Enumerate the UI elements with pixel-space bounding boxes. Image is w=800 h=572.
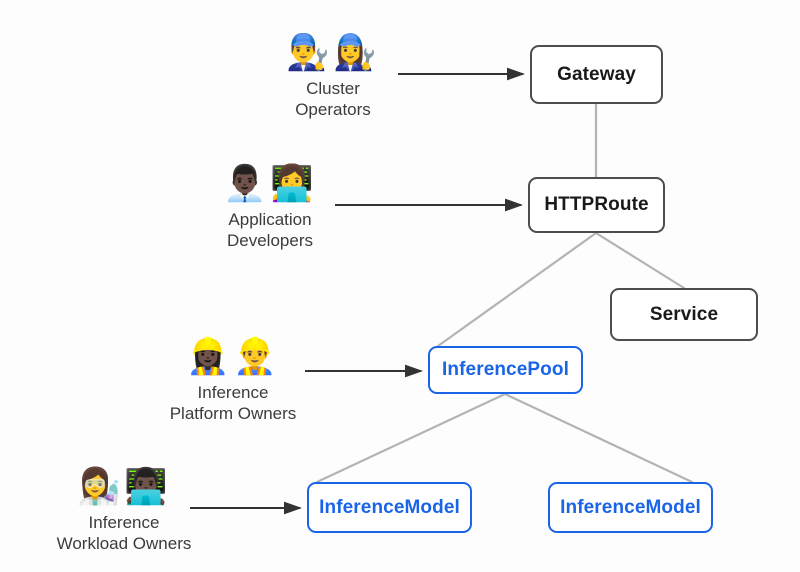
- node-label: InferenceModel: [319, 496, 460, 518]
- persona-inference-platform-owners: 👷🏿‍♀️👷‍♂️ Inference Platform Owners: [128, 336, 338, 424]
- node-inferencepool[interactable]: InferencePool: [428, 346, 583, 394]
- connector-httproute-to-inferencepool: [436, 231, 598, 348]
- node-inferencemodel1[interactable]: InferenceModel: [307, 482, 472, 533]
- office-worker-technologist-pair-icon: 👨🏿‍💼👩‍💻: [223, 164, 317, 203]
- connector-inferencepool-to-model1: [315, 392, 507, 484]
- persona-label: Inference Platform Owners: [169, 383, 297, 423]
- node-label: HTTPRoute: [544, 194, 649, 215]
- persona-label: Application Developers: [227, 210, 313, 250]
- scientist-technologist-pair-icon: 👩‍🔬👨🏿‍💻: [77, 467, 171, 506]
- persona-cluster-operators: 👨‍🔧👩‍🔧 Cluster Operators: [228, 32, 438, 120]
- node-label: InferenceModel: [560, 496, 701, 518]
- construction-worker-pair-icon: 👷🏿‍♀️👷‍♂️: [186, 337, 280, 376]
- persona-inference-workload-owners: 👩‍🔬👨🏿‍💻 Inference Workload Owners: [19, 466, 229, 554]
- connector-httproute-to-service: [594, 231, 686, 290]
- persona-application-developers: 👨🏿‍💼👩‍💻 Application Developers: [165, 163, 375, 251]
- node-inferencemodel2[interactable]: InferenceModel: [548, 482, 713, 533]
- node-gateway[interactable]: Gateway: [530, 45, 663, 104]
- node-label: Gateway: [557, 63, 636, 85]
- persona-label: Cluster Operators: [295, 79, 371, 119]
- node-service[interactable]: Service: [610, 288, 758, 341]
- persona-label: Inference Workload Owners: [56, 513, 192, 553]
- node-label: Service: [649, 303, 719, 325]
- connector-inferencepool-to-model2: [503, 392, 694, 484]
- persona-arrows: [190, 67, 525, 515]
- node-label: InferencePool: [442, 359, 569, 380]
- mechanic-pair-icon: 👨‍🔧👩‍🔧: [286, 33, 380, 72]
- node-httproute[interactable]: HTTPRoute: [528, 177, 665, 233]
